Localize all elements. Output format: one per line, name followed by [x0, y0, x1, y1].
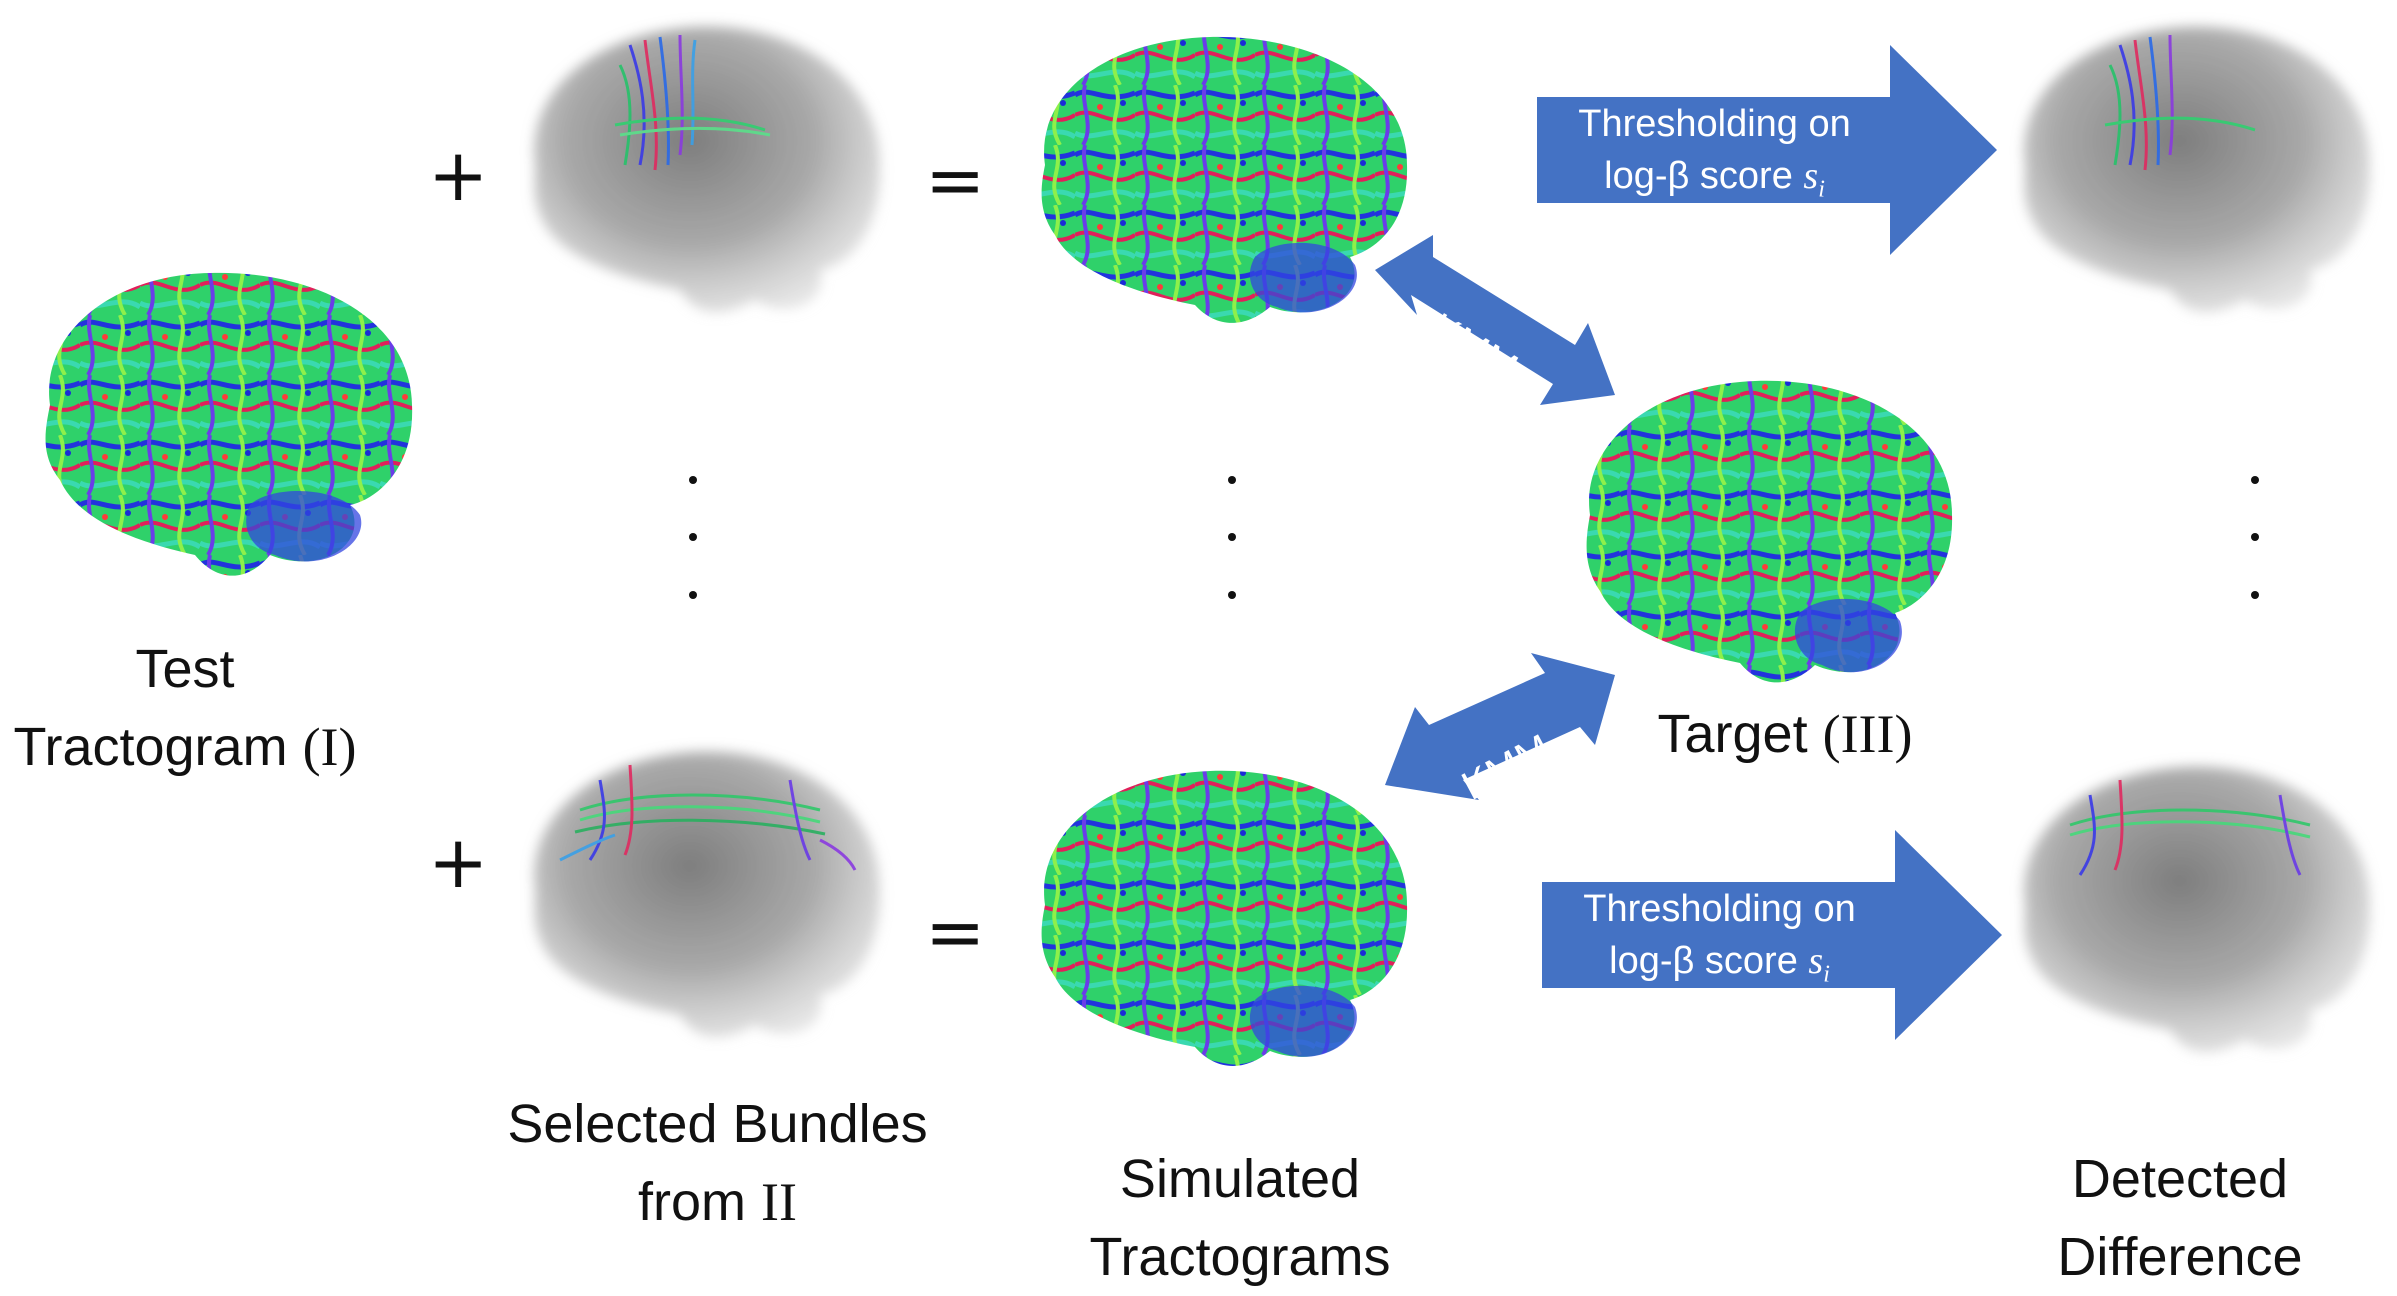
target-label: Target (III) — [1620, 695, 1950, 773]
simulated-line2: Tractograms — [1089, 1227, 1391, 1287]
test-tractogram-brain — [45, 272, 413, 576]
thresholding-line1-bottom: Thresholding on — [1583, 888, 1856, 930]
simulated-tractogram-brain-bottom — [1041, 770, 1408, 1066]
thresholding-line2-bottom: log-β score — [1609, 940, 1798, 982]
thresholding-line1-top: Thresholding on — [1578, 103, 1851, 145]
simulated-line1: Simulated — [1119, 1149, 1361, 1209]
test-tractogram-label: Test Tractogram (I) — [0, 630, 370, 786]
detected-line2: Difference — [2057, 1227, 2303, 1287]
simulated-tractograms-label: Simulated Tractograms — [1060, 1140, 1420, 1296]
thresholding-line2-top: log-β score — [1604, 155, 1793, 197]
detected-difference-glass-brain-bottom — [2023, 766, 2371, 1053]
detected-difference-glass-brain-top — [2023, 26, 2371, 313]
score-var-bottom: s — [1808, 940, 1824, 982]
plus-sign-top: + — [428, 133, 489, 217]
equals-sign-bottom: = — [925, 890, 986, 974]
score-var-top: s — [1803, 155, 1819, 197]
kmm-double-arrow-top — [1375, 235, 1615, 405]
detected-line1: Detected — [2071, 1149, 2289, 1209]
kmm-double-arrow-bottom — [1385, 653, 1615, 800]
selected-bundle-glass-brain-top — [533, 26, 881, 313]
test-tractogram-line1: Test — [135, 639, 235, 699]
simulated-tractogram-brain-top — [1041, 36, 1408, 323]
thresholding-arrow-top — [1537, 45, 1997, 255]
thresholding-arrow-bottom — [1542, 830, 2002, 1040]
target-brain — [1586, 380, 1953, 683]
score-sub-top: i — [1818, 176, 1825, 203]
test-tractogram-line2: Tractogram — [13, 717, 288, 777]
thresholding-label-bottom: Thresholding on log-β score si — [1542, 883, 1897, 1001]
plus-sign-bottom: + — [428, 820, 489, 904]
selected-bundles-line2: from — [638, 1172, 746, 1232]
selected-bundles-label: Selected Bundles from II — [480, 1085, 955, 1241]
thresholding-label-top: Thresholding on log-β score si — [1537, 98, 1892, 216]
selected-bundles-line1: Selected Bundles — [507, 1094, 928, 1154]
test-tractogram-roman: (I) — [302, 717, 357, 777]
selected-bundle-glass-brain-bottom — [533, 751, 881, 1038]
score-sub-bottom: i — [1823, 961, 1830, 988]
target-roman: (III) — [1822, 704, 1913, 764]
target-text: Target — [1657, 704, 1808, 764]
equals-sign-top: = — [925, 138, 986, 222]
detected-difference-label: Detected Difference — [2030, 1140, 2330, 1296]
selected-bundles-roman: II — [761, 1172, 797, 1232]
